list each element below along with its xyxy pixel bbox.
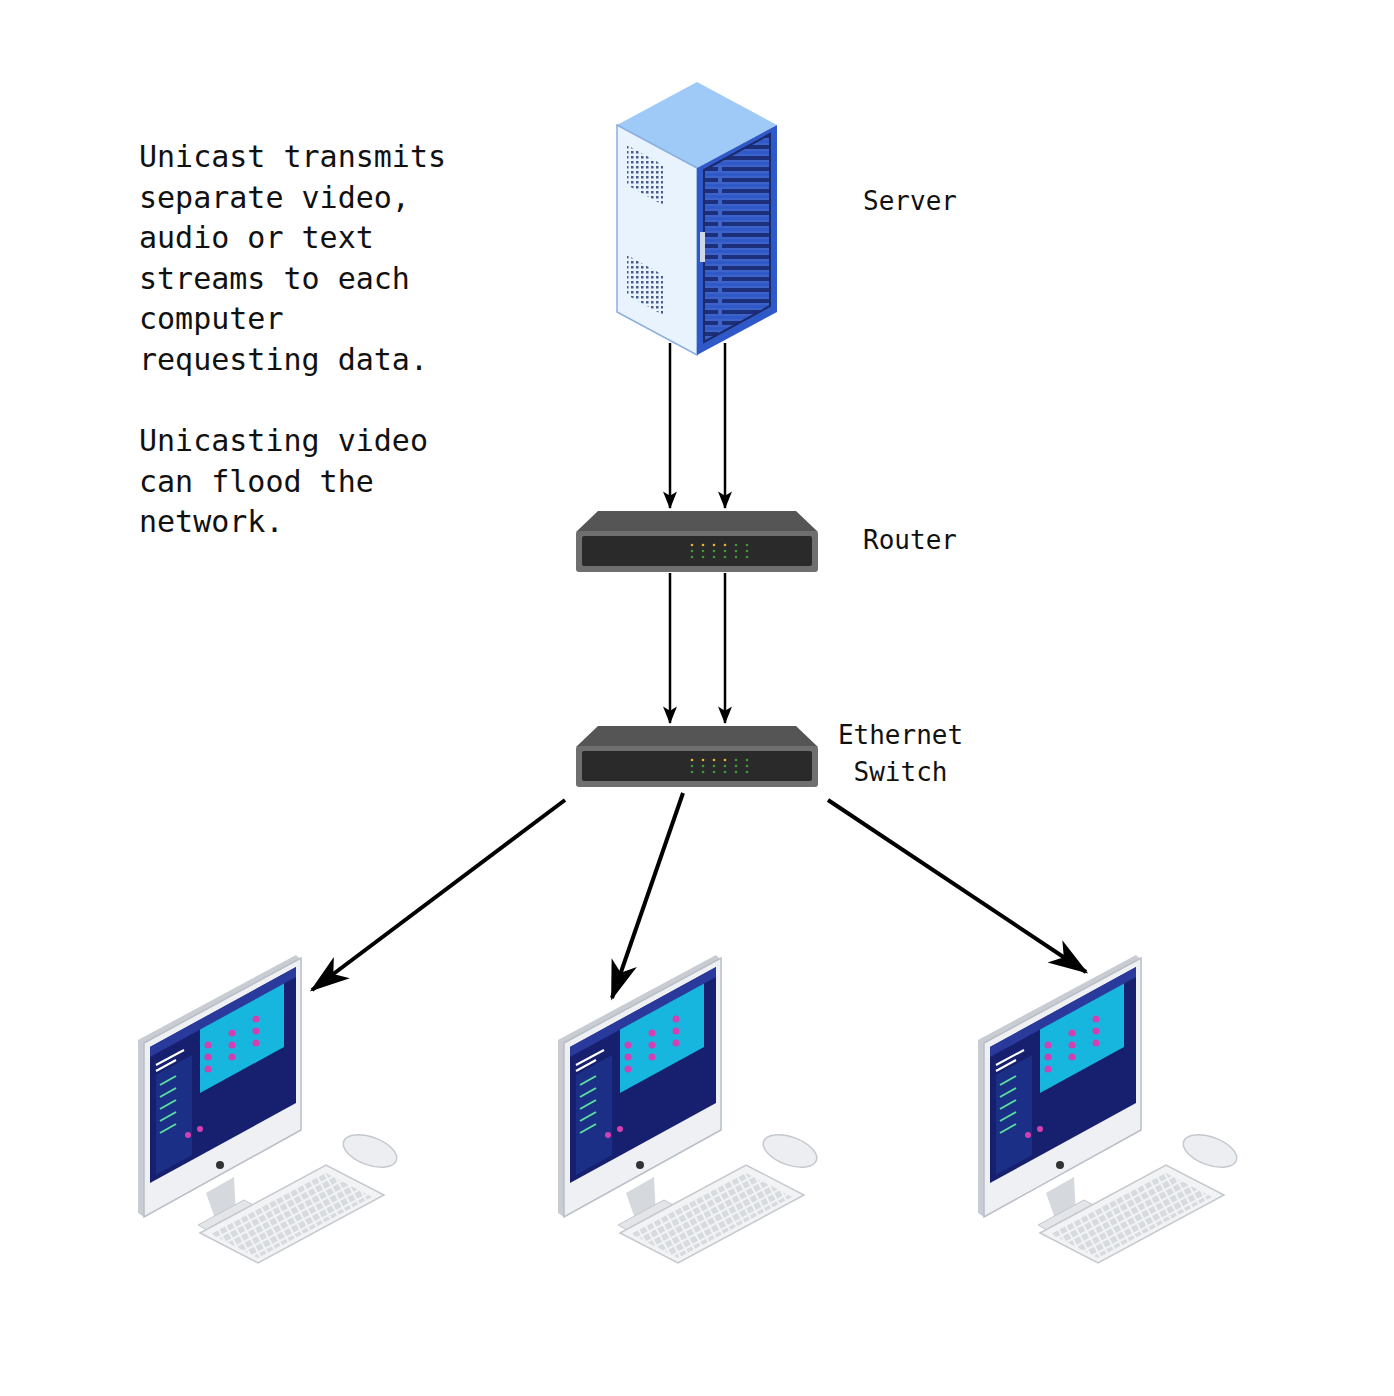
network-device: Server <box>615 80 780 342</box>
network-device: Ethernet Switch <box>576 725 818 788</box>
device-label: Server <box>845 183 975 220</box>
stream-arrow <box>669 343 672 508</box>
device-label: Router <box>845 522 975 559</box>
network-device: Router <box>576 510 818 572</box>
stream-arrow <box>724 343 727 508</box>
device-label: Ethernet Switch <box>828 717 973 791</box>
note-text: Unicasting video can flood the network. <box>139 421 461 543</box>
stream-arrow <box>724 573 727 723</box>
note-text: Unicast transmits separate video, audio … <box>139 137 461 380</box>
stream-arrow <box>669 573 672 723</box>
